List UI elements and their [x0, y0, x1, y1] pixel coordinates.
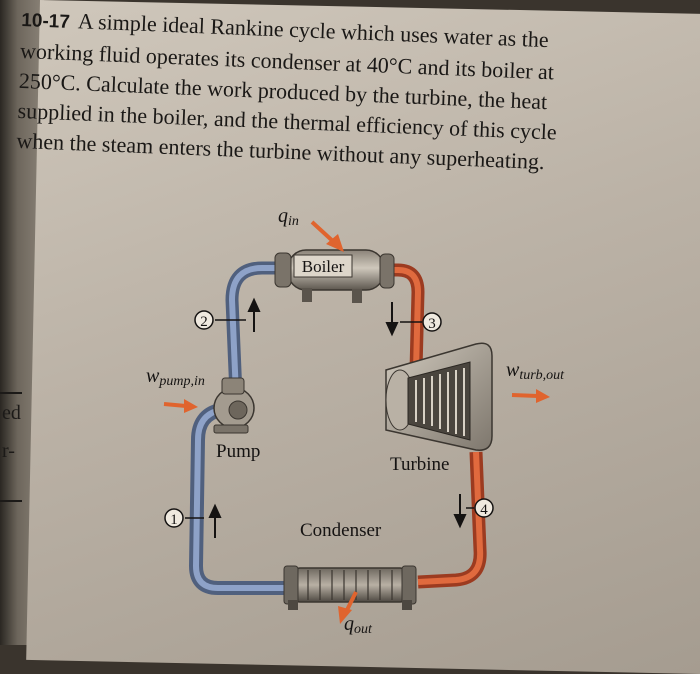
w-turb-label: wturb,out — [506, 359, 565, 383]
state-label-2: 2 — [200, 314, 208, 330]
pipe-turbine-to-condenser-highlight — [417, 451, 484, 585]
q-out-arrow — [344, 591, 358, 613]
margin-rule — [0, 392, 22, 394]
state-label-1: 1 — [170, 512, 178, 528]
flow-arrow-3 — [385, 302, 399, 337]
q-in-label: qin — [278, 205, 299, 229]
w-pump-arrowhead — [184, 399, 198, 413]
turbine-label: Turbine — [390, 454, 449, 475]
w-pump-arrow — [163, 402, 187, 408]
pipe-condenser-to-pump-highlight — [192, 407, 300, 591]
pump-label: Pump — [216, 441, 260, 462]
w-turb-arrow — [511, 393, 539, 398]
state-label-3: 3 — [428, 316, 436, 332]
rankine-cycle-diagram: Boiler Pump Turbine — [146, 205, 565, 637]
q-out-label: qout — [344, 613, 373, 637]
pipe-condenser-to-pump — [188, 403, 300, 595]
state-marker-4: 4 — [466, 498, 494, 518]
flow-arrow-4 — [453, 494, 467, 529]
flow-arrow-1 — [208, 503, 222, 538]
condenser-label: Condenser — [300, 520, 382, 541]
w-turb-arrowhead — [536, 389, 550, 403]
state-label-4: 4 — [480, 502, 488, 518]
w-pump-label: wpump,in — [146, 365, 205, 389]
margin-rule — [0, 500, 22, 502]
q-out-arrowhead — [338, 606, 352, 624]
pump — [213, 377, 255, 434]
turbine — [385, 342, 493, 451]
boiler-label: Boiler — [302, 257, 345, 276]
condenser — [283, 565, 417, 610]
pipe-boiler-to-turbine-highlight — [378, 267, 422, 371]
flow-arrow-2 — [247, 297, 261, 332]
margin-text-2: r- — [2, 440, 15, 462]
state-marker-1: 1 — [164, 508, 204, 528]
margin-text-1: ed — [2, 402, 21, 424]
state-marker-3: 3 — [400, 312, 442, 332]
boiler: Boiler — [274, 249, 395, 303]
state-marker-2: 2 — [194, 310, 246, 330]
pipe-pump-to-boiler-highlight — [228, 265, 290, 396]
q-in-arrowhead — [326, 234, 344, 252]
